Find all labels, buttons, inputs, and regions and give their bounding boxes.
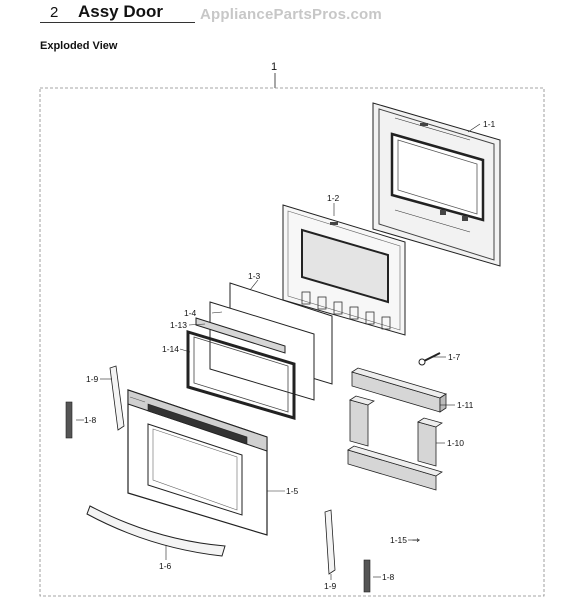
callout-1-7: 1-7 bbox=[448, 352, 461, 362]
side-trim-right bbox=[324, 509, 336, 575]
side-trim-left bbox=[109, 365, 125, 431]
glass-bracket bbox=[195, 317, 286, 354]
callout-1-9-left: 1-9 bbox=[86, 374, 99, 384]
callout-1-15: 1-15 bbox=[390, 535, 407, 545]
callout-1-14: 1-14 bbox=[162, 344, 179, 354]
callout-1-11: 1-11 bbox=[457, 400, 474, 410]
watermark: AppliancePartsPros.com bbox=[200, 6, 382, 23]
hinge-right bbox=[363, 559, 371, 593]
inner-door-frame bbox=[372, 102, 501, 267]
section-number: 2 bbox=[50, 4, 59, 21]
callout-1-9-right: 1-9 bbox=[324, 581, 337, 591]
hinge-left bbox=[65, 401, 73, 439]
callout-1-13: 1-13 bbox=[170, 320, 187, 330]
section-title: Assy Door bbox=[78, 2, 164, 21]
callout-1-8-left: 1-8 bbox=[84, 415, 97, 425]
callout-1-6: 1-6 bbox=[159, 561, 172, 571]
screw-part bbox=[418, 352, 441, 366]
callout-1-2: 1-2 bbox=[327, 193, 340, 203]
callout-1-3: 1-3 bbox=[248, 271, 261, 281]
insulation-blocks bbox=[347, 395, 443, 491]
insulation-strips bbox=[351, 367, 447, 413]
door-handle bbox=[86, 505, 226, 557]
callout-1-10: 1-10 bbox=[447, 438, 464, 448]
assembly-boundary bbox=[39, 87, 545, 597]
door-liner bbox=[282, 204, 406, 336]
glass-frame bbox=[186, 329, 296, 421]
view-label: Exploded View bbox=[40, 40, 118, 52]
assembly-number: 1 bbox=[271, 61, 277, 73]
callout-1-5: 1-5 bbox=[286, 486, 299, 496]
callout-1-8-right: 1-8 bbox=[382, 572, 395, 582]
title-underline bbox=[40, 22, 195, 23]
callout-1-1: 1-1 bbox=[483, 119, 496, 129]
callout-1-4: 1-4 bbox=[184, 308, 197, 318]
arrow-1-15: → bbox=[412, 536, 420, 546]
outer-door-panel bbox=[127, 389, 268, 536]
